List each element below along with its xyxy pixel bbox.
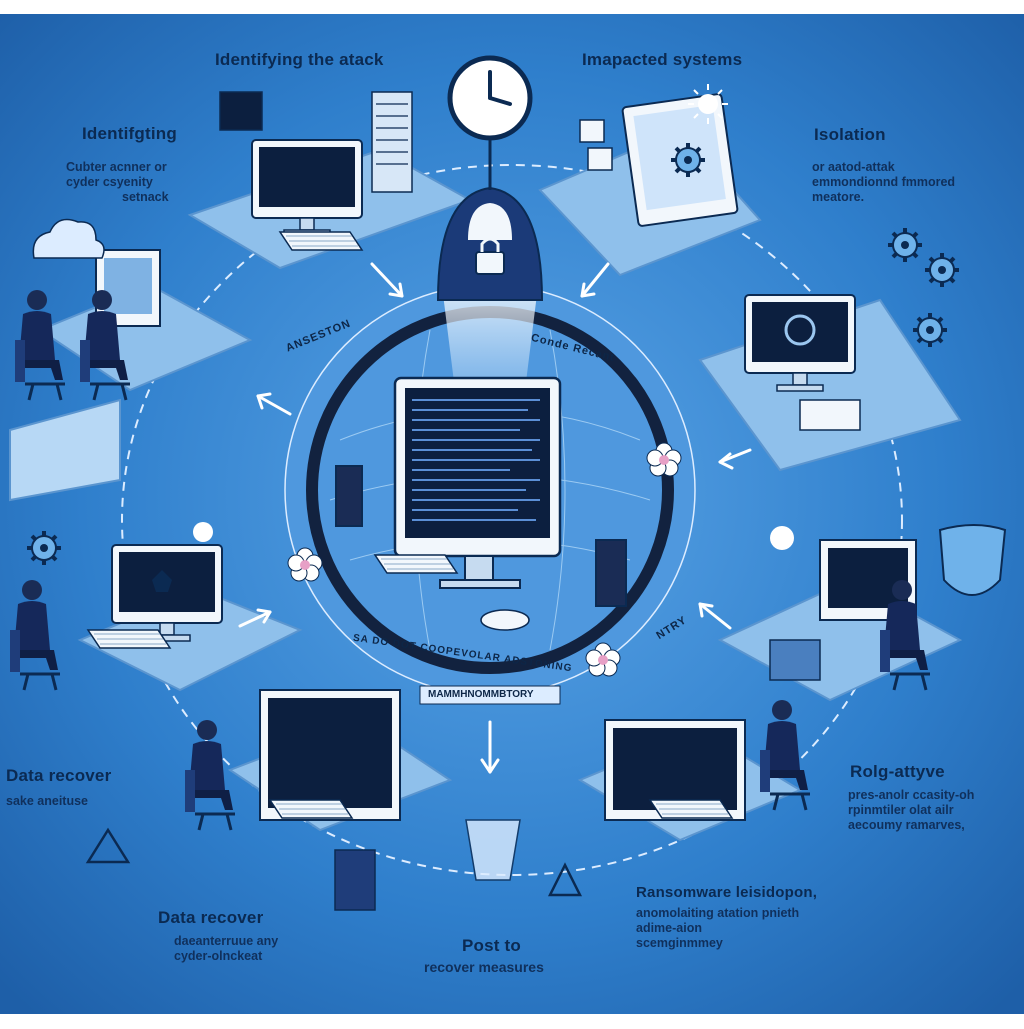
heading-data-recover-bottom: Data recover xyxy=(158,908,264,927)
heading-data-recover-mid: Data recover xyxy=(6,766,112,785)
desc-ransomware: anomolaiting atation pnieth adime-aion s… xyxy=(636,906,800,950)
workstation-mid-left xyxy=(8,544,223,692)
workstation-top-left xyxy=(219,91,413,251)
warning-icon xyxy=(85,819,583,897)
shield-icon-right xyxy=(938,524,1007,596)
desc-role-active: pres-anolr ccasity-oh rpinmtiler olat ai… xyxy=(848,788,975,832)
heading-ransomware: Ransomware leisidopon, xyxy=(636,884,818,901)
heading-identifying: Identifgting xyxy=(82,124,177,143)
clock-icon xyxy=(447,55,533,190)
heading-isolation: Isolation xyxy=(814,125,886,144)
sun-icon xyxy=(193,84,794,550)
cloud-icon xyxy=(32,218,105,259)
desc-data-recover-bottom: daeanterruue any cyder-olnckeat xyxy=(174,934,279,963)
workstation-bottom-right xyxy=(604,698,812,821)
desc-identifying: Cubter acnner or cyder csyenity setnack xyxy=(66,160,169,204)
workstation-bottom-left xyxy=(183,689,401,911)
heading-impacted-systems: Imapacted systems xyxy=(582,50,743,69)
heading-identifying-attack: Identifying the atack xyxy=(215,50,384,69)
hooded-attacker-icon xyxy=(436,186,544,301)
process-loop xyxy=(121,164,903,876)
desc-post-to: recover measures xyxy=(424,959,544,975)
padlock-icon xyxy=(475,251,505,275)
workstation-top-right xyxy=(579,93,739,227)
server-icon xyxy=(371,91,413,193)
workstation-mid-right xyxy=(769,539,932,692)
desc-isolation: or aatod-attak emmondionnd fmmored meato… xyxy=(812,160,956,204)
workstation-right xyxy=(744,294,861,431)
shield-icon xyxy=(152,570,172,592)
workstation-left xyxy=(13,249,161,402)
ring-banner: MAMMHNOMMBTORY xyxy=(428,689,534,700)
central-monitor xyxy=(335,376,627,631)
heading-role-active: Rolg-attyve xyxy=(850,762,945,781)
heading-post-to: Post to xyxy=(462,936,522,955)
flow-arrows xyxy=(238,262,752,774)
ring-banner-bg xyxy=(419,685,561,705)
desc-data-recover-mid: sake aneituse xyxy=(6,794,88,808)
